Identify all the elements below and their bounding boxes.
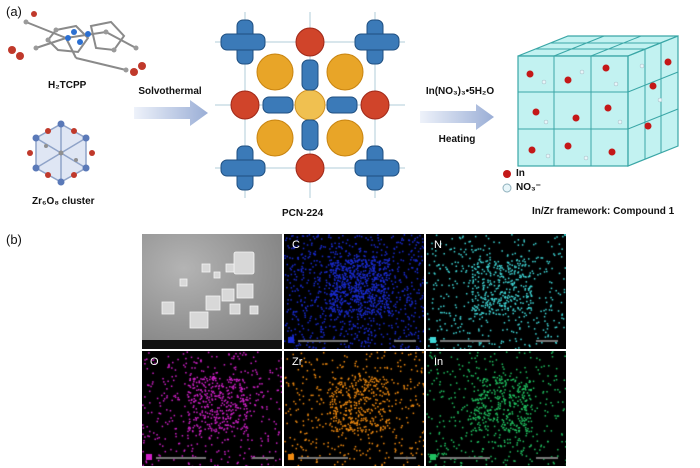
eds-map-zr: Zr <box>284 351 424 466</box>
eds-map-o-label: O <box>150 356 159 368</box>
arrow1-label: Solvothermal <box>138 86 202 97</box>
pcn224-structure <box>215 12 405 198</box>
panel-b-label: (b) <box>6 232 22 247</box>
eds-map-n-label: N <box>434 239 442 251</box>
h2tcpp-label: H₂TCPP <box>48 80 87 91</box>
eds-map-c-label: C <box>292 239 300 251</box>
eds-map-in-label: In <box>434 356 444 368</box>
h2tcpp-molecule <box>8 11 146 76</box>
legend-no3-dot <box>502 183 512 193</box>
pcn224-label: PCN-224 <box>282 208 324 219</box>
eds-map-n: N <box>426 234 566 349</box>
compound1-label: In/Zr framework: Compound 1 <box>532 206 675 217</box>
arrow-right-icon <box>134 100 208 126</box>
panel-a-label: (a) <box>6 4 22 19</box>
sem-image <box>142 234 282 349</box>
compound1-framework <box>517 35 679 167</box>
legend-no3-label: NO₃⁻ <box>516 182 541 193</box>
arrow2-bottom-label: Heating <box>438 134 476 145</box>
eds-map-zr-label: Zr <box>292 356 303 368</box>
eds-map-in: In <box>426 351 566 466</box>
arrow-right-icon <box>420 104 494 130</box>
legend-in-dot <box>503 170 511 178</box>
zr6o8-label: Zr₆O₈ cluster <box>32 196 95 207</box>
zr6o8-cluster <box>27 120 95 186</box>
sem-info-bar <box>142 340 282 349</box>
eds-map-c: C <box>284 234 424 349</box>
legend-in-label: In <box>516 168 525 179</box>
arrow2-top-label: In(NO₃)₃•5H₂O <box>425 86 495 97</box>
eds-map-o: O <box>142 351 282 466</box>
